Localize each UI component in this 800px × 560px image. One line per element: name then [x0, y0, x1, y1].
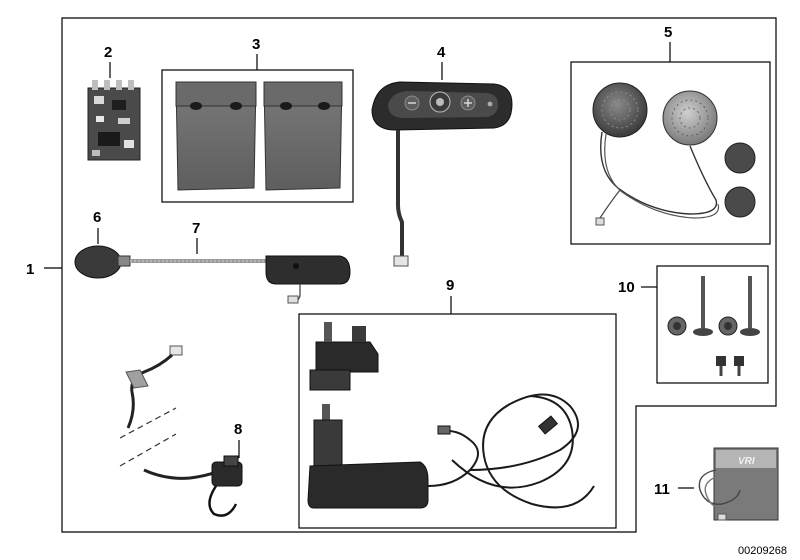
callout-6: 6: [93, 209, 101, 226]
speaker-box: [570, 61, 771, 245]
battery-part: 11 VRI: [654, 447, 779, 521]
charger-box: [298, 313, 617, 529]
callout-7: 7: [192, 220, 200, 237]
speaker-set-part: 5: [570, 24, 771, 245]
pouch-box: [161, 69, 354, 203]
microphone-boom-part: 6 7: [74, 209, 351, 304]
callout-5: 5: [664, 24, 672, 41]
callout-4: 4: [437, 44, 446, 61]
callout-1: 1: [26, 261, 34, 278]
document-id: 00209268: [738, 545, 787, 557]
charger-part: 9: [298, 277, 617, 529]
cable-harness-part: 8: [119, 345, 243, 517]
callout-2: 2: [104, 44, 112, 61]
callout-10: 10: [618, 279, 635, 296]
callout-8: 8: [234, 421, 242, 438]
main-assembly-frame: [61, 17, 777, 533]
fastener-box: [656, 265, 769, 384]
callout-11: 11: [654, 481, 670, 498]
callout-3: 3: [252, 36, 260, 53]
fastener-set-part: 10: [618, 265, 769, 384]
circuit-board-part: 2: [87, 44, 141, 161]
control-unit-part: 4: [371, 44, 513, 267]
pouch-pair-part: 3: [161, 36, 354, 203]
callout-9: 9: [446, 277, 454, 294]
battery-logo: VRI: [738, 456, 755, 467]
microphone-foam: [74, 245, 122, 279]
